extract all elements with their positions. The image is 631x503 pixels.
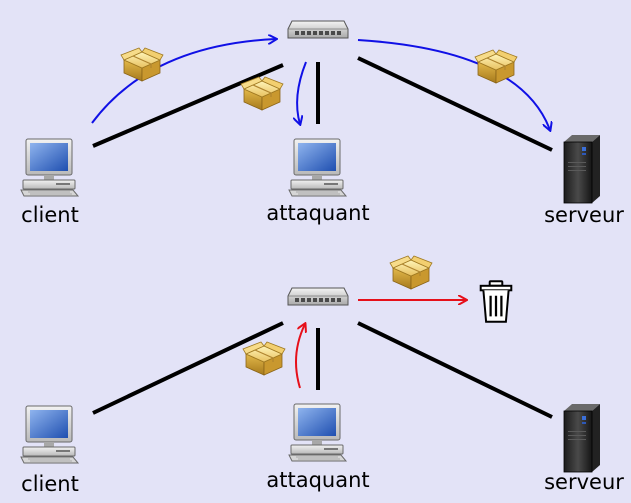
computer-icon	[20, 405, 79, 464]
packet-icon	[120, 47, 164, 82]
server-label: serveur	[544, 203, 624, 227]
flow-client-to-switch	[91, 39, 276, 124]
packet-icon	[389, 255, 433, 290]
normal-scenario	[20, 20, 601, 204]
link-client-switch	[92, 321, 284, 415]
server-icon	[563, 403, 601, 473]
computer-icon	[288, 403, 347, 462]
trash-icon	[479, 280, 513, 323]
attacker-label: attaquant	[266, 201, 370, 225]
packet-icon	[240, 76, 284, 111]
client-label: client	[21, 203, 79, 227]
server-label: serveur	[544, 470, 624, 494]
switch-icon	[287, 20, 349, 39]
flow-switch-to-attacker	[297, 61, 307, 124]
link-switch-server	[357, 321, 553, 419]
packet-icon	[242, 341, 286, 376]
link-client-switch	[92, 63, 284, 148]
client-label: client	[21, 472, 79, 496]
attack-scenario	[20, 255, 601, 473]
server-icon	[563, 134, 601, 204]
packet-icon	[474, 49, 518, 84]
attacker-label: attaquant	[266, 468, 370, 492]
switch-icon	[287, 287, 349, 306]
computer-icon	[288, 138, 347, 197]
flow-switch-to-server	[357, 39, 550, 130]
link-switch-server	[357, 56, 553, 152]
computer-icon	[20, 138, 79, 197]
flow-attacker-to-switch	[295, 324, 305, 389]
